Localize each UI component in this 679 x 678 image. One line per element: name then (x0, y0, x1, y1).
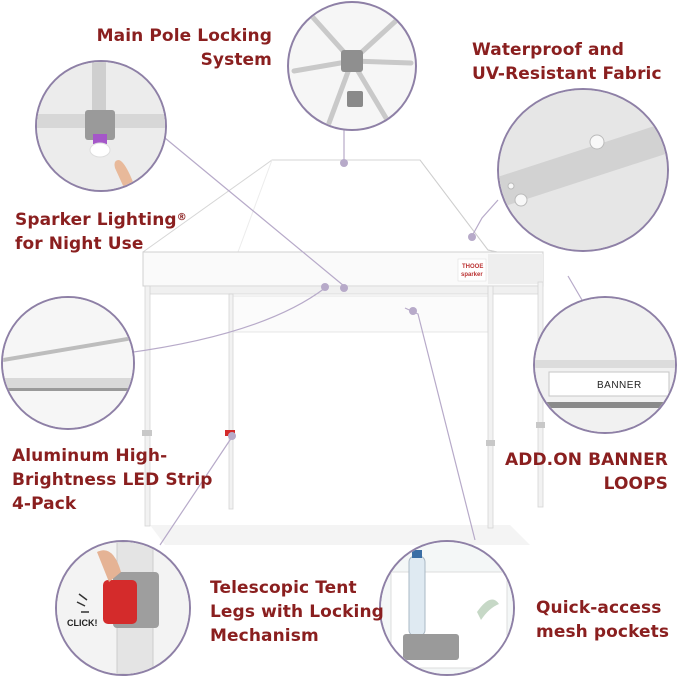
label-aluminum-led: Aluminum High- Brightness LED Strip 4-Pa… (12, 444, 212, 516)
label-telescopic-legs: Telescopic Tent Legs with Locking Mechan… (210, 576, 385, 648)
ground-shadow (150, 525, 530, 545)
banner-icon: BANNER (535, 298, 675, 432)
label-banner-line-2: LOOPS (603, 474, 668, 494)
brand-logo (457, 258, 487, 282)
label-banner-line-1: ADD.ON BANNER (504, 450, 668, 470)
light-bulb-icon (37, 62, 165, 190)
inset-led-strip (1, 296, 135, 430)
lock-button-icon: CLICK! (57, 542, 189, 674)
label-sparker-line-1: Sparker Lighting (15, 210, 177, 230)
label-telescopic-line-1: Telescopic Tent (210, 578, 357, 598)
lock-button (103, 580, 137, 624)
inset-fabric (497, 88, 669, 252)
inset-main-pole-lock (287, 1, 417, 131)
label-telescopic-line-3: Mechanism (210, 626, 319, 646)
fabric-texture-icon (499, 90, 667, 250)
tent-leg-front-left (144, 285, 151, 527)
brand-logo-line-1: THOOE (462, 264, 483, 270)
label-sparker-line-2: for Night Use (15, 234, 144, 254)
tent-leg-back-left (228, 293, 234, 510)
label-mesh-line-2: mesh pockets (536, 622, 670, 642)
registered-mark: ® (176, 212, 187, 223)
click-label: CLICK! (67, 618, 98, 628)
inset-mesh-pocket (379, 540, 515, 676)
led-strip-icon (3, 298, 133, 428)
inset-sparker-light (35, 60, 167, 192)
label-sparker-lighting: Sparker Lighting® for Night Use (15, 208, 205, 256)
label-aluminum-line-2: Brightness LED Strip (12, 470, 213, 490)
inset-banner-loop: BANNER (533, 296, 677, 434)
label-mesh-line-1: Quick-access (536, 598, 662, 618)
label-main-pole-lock: Main Pole Locking System (80, 24, 272, 72)
label-aluminum-line-1: Aluminum High- (12, 446, 168, 466)
label-banner-loops: ADD.ON BANNER LOOPS (488, 448, 668, 496)
label-main-pole-line-1: Main Pole Locking (96, 26, 272, 46)
inset-telescopic-leg: CLICK! (55, 540, 191, 676)
label-main-pole-line-2: System (200, 50, 272, 70)
mesh-pocket-icon (381, 542, 513, 674)
label-telescopic-line-2: Legs with Locking (210, 602, 384, 622)
banner-text: BANNER (597, 380, 642, 391)
label-waterproof-line-1: Waterproof and (472, 40, 625, 60)
label-waterproof: Waterproof and UV-Resistant Fabric (472, 38, 672, 86)
label-aluminum-line-3: 4-Pack (12, 494, 77, 514)
tent-leg-front-right (487, 285, 494, 529)
label-mesh-pockets: Quick-access mesh pockets (536, 596, 676, 644)
banner-panel (231, 295, 489, 333)
pole-hub-icon (291, 10, 414, 126)
label-waterproof-line-2: UV-Resistant Fabric (472, 64, 662, 84)
brand-logo-line-2: sparker (461, 272, 483, 278)
